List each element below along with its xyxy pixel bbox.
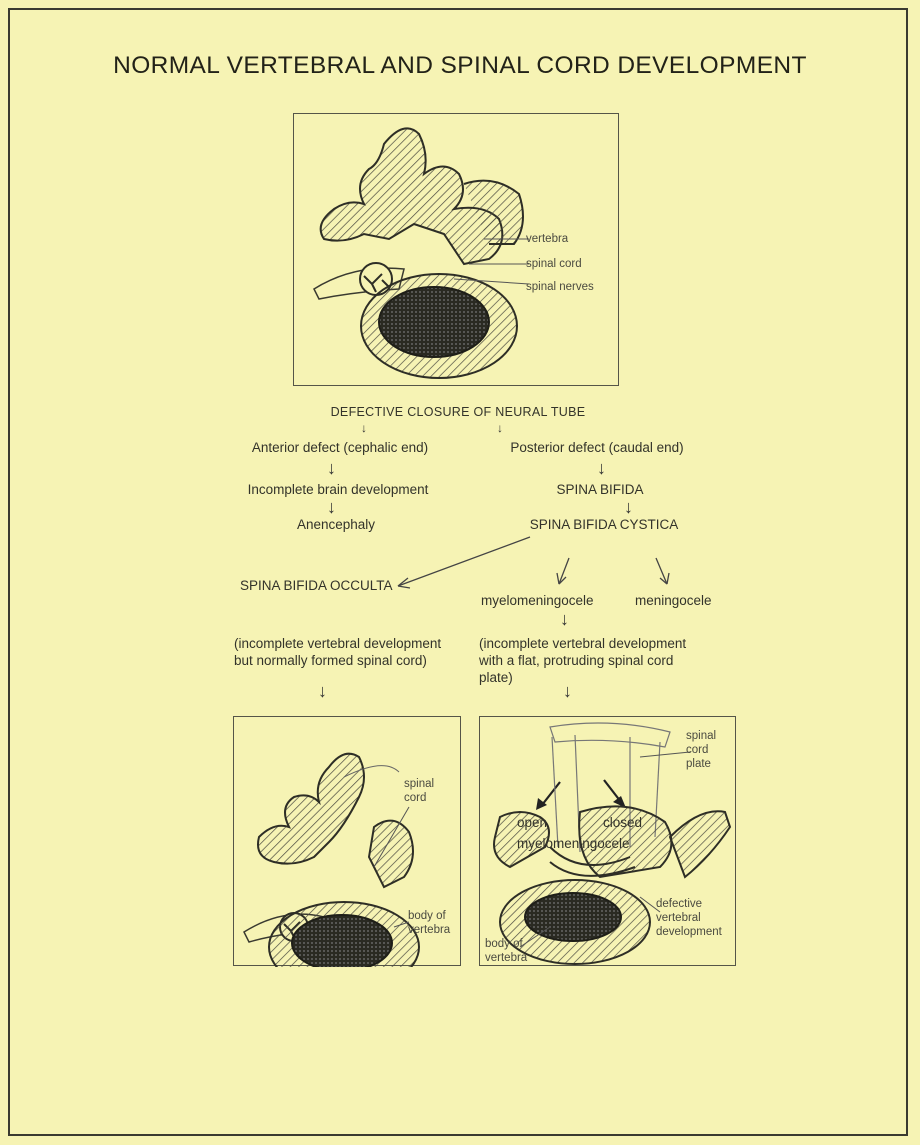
arrow-root-posterior: ↓ (497, 419, 503, 437)
arrow-myelo-figure: ↓ (563, 682, 572, 700)
label-myelo-spinal: spinal (686, 729, 716, 743)
label-myelo-plate: plate (686, 757, 716, 771)
normal-vertebra-figure: vertebra spinal cord spinal nerves (293, 113, 619, 386)
myelo-desc-line3: plate) (479, 669, 686, 686)
node-anencephaly: Anencephaly (297, 517, 375, 533)
label-myelo-cord: cord (686, 743, 716, 757)
label-myelo-vertebra: vertebra (485, 951, 527, 965)
arrow-myelo-desc: ↓ (560, 610, 569, 628)
arrow-occulta-figure: ↓ (318, 682, 327, 700)
label-spinal-nerves: spinal nerves (526, 280, 594, 294)
page-title: NORMAL VERTEBRAL AND SPINAL CORD DEVELOP… (0, 52, 920, 80)
outcome-myelomeningocele: myelomeningocele (517, 836, 630, 852)
myelo-desc-line1: (incomplete vertebral development (479, 635, 686, 652)
node-incomplete-brain: Incomplete brain development (248, 482, 429, 498)
outcome-closed: closed (603, 815, 642, 831)
node-posterior-defect: Posterior defect (caudal end) (510, 440, 683, 456)
label-spinal-cord: spinal cord (526, 257, 582, 271)
label-vertebra: vertebra (526, 232, 568, 246)
myelo-description: (incomplete vertebral development with a… (479, 635, 686, 686)
arrow-anterior-brain: ↓ (327, 459, 336, 477)
label-myelo-defective-3: development (656, 925, 722, 939)
arrow-bifida-cystica: ↓ (624, 498, 633, 516)
arrow-brain-anencephaly: ↓ (327, 498, 336, 516)
normal-vertebra-illustration (294, 114, 620, 387)
label-occulta-body-of: body of (408, 909, 450, 923)
label-myelo-spinal-cord-plate: spinal cord plate (686, 729, 716, 771)
node-spina-bifida: SPINA BIFIDA (556, 482, 643, 498)
node-spina-bifida-occulta: SPINA BIFIDA OCCULTA (240, 578, 393, 594)
label-myelo-defective-2: vertebral (656, 911, 722, 925)
node-myelomeningocele: myelomeningocele (481, 593, 594, 609)
label-occulta-cord: cord (404, 791, 434, 805)
label-occulta-vertebra: vertebra (408, 923, 450, 937)
label-occulta-spinal: spinal (404, 777, 434, 791)
arrow-root-anterior: ↓ (361, 419, 367, 437)
arrow-posterior-bifida: ↓ (597, 459, 606, 477)
label-occulta-spinal-cord: spinal cord (404, 777, 434, 805)
node-defective-closure: DEFECTIVE CLOSURE OF NEURAL TUBE (331, 404, 586, 420)
occulta-desc-line2: but normally formed spinal cord) (234, 652, 441, 669)
occulta-figure: spinal cord body of vertebra (233, 716, 461, 966)
label-myelo-defective: defective vertebral development (656, 897, 722, 939)
node-anterior-defect: Anterior defect (cephalic end) (252, 440, 428, 456)
label-occulta-body: body of vertebra (408, 909, 450, 937)
outcome-open: open (517, 815, 547, 831)
myelo-desc-line2: with a flat, protruding spinal cord (479, 652, 686, 669)
node-meningocele: meningocele (635, 593, 712, 609)
label-myelo-body-of: body of (485, 937, 527, 951)
node-spina-bifida-cystica: SPINA BIFIDA CYSTICA (530, 517, 679, 533)
label-myelo-body: body of vertebra (485, 937, 527, 965)
occulta-desc-line1: (incomplete vertebral development (234, 635, 441, 652)
occulta-description: (incomplete vertebral development but no… (234, 635, 441, 669)
label-myelo-defective-1: defective (656, 897, 722, 911)
